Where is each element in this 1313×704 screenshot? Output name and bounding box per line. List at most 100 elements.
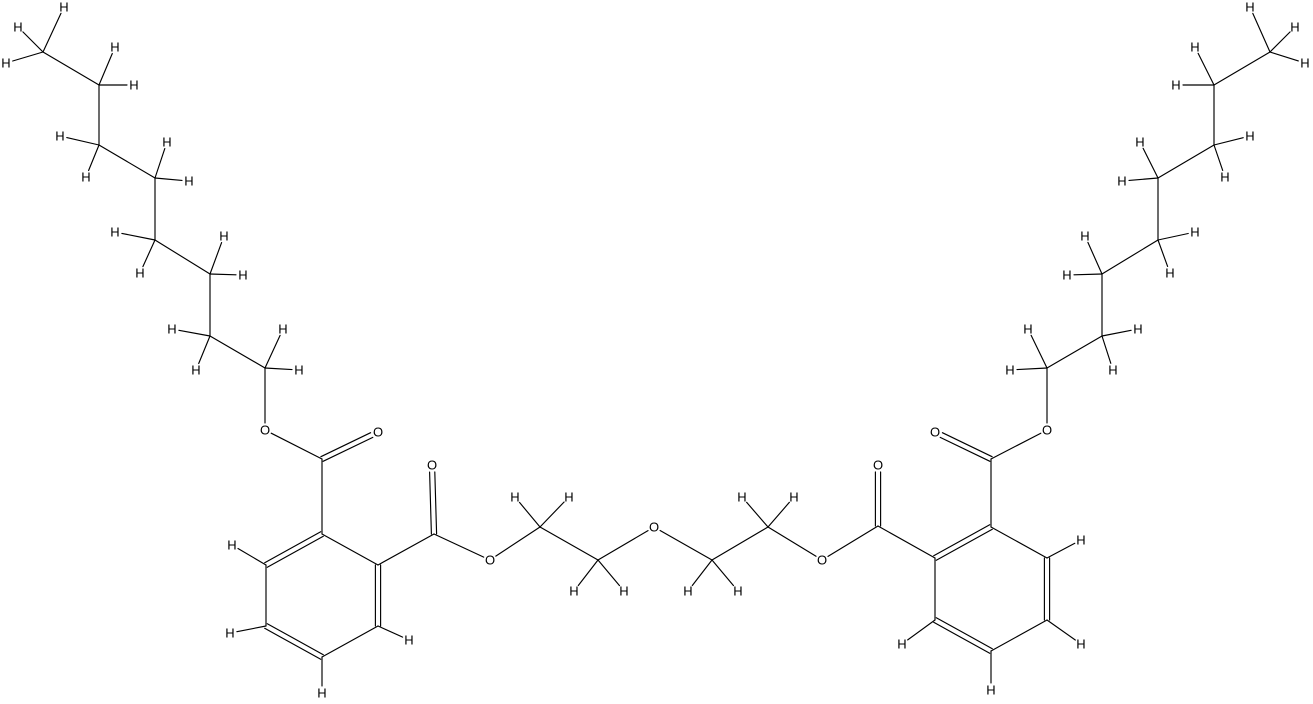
single-bond xyxy=(1101,239,1159,275)
single-bond xyxy=(377,533,435,566)
single-bond xyxy=(154,148,166,179)
single-bond xyxy=(691,559,713,587)
hydrogen-atom-label: H xyxy=(1076,637,1085,652)
oxygen-atom-label: O xyxy=(930,425,940,440)
single-bond xyxy=(1157,232,1189,241)
hydrogen-atom-label: H xyxy=(110,40,119,55)
single-bond xyxy=(1197,52,1215,86)
hydrogen-atom-label: H xyxy=(238,268,247,283)
single-bond xyxy=(1087,241,1103,275)
single-bond xyxy=(270,432,323,460)
hydrogen-atom-label: H xyxy=(897,637,906,652)
single-bond xyxy=(1269,51,1299,62)
hydrogen-atom-label: H xyxy=(1220,170,1229,185)
single-bond xyxy=(1213,144,1224,171)
hydrogen-atom-label: H xyxy=(1190,40,1199,55)
hydrogen-atom-label: H xyxy=(1117,174,1126,189)
hydrogen-atom-label: H xyxy=(564,490,573,505)
single-bond xyxy=(659,529,713,561)
hydrogen-atom-label: H xyxy=(110,225,119,240)
hydrogen-atom-label: H xyxy=(59,0,68,15)
double-bond-line xyxy=(935,617,993,650)
single-bond xyxy=(209,273,237,276)
hydrogen-atom-label: H xyxy=(789,490,798,505)
hydrogen-atom-label: H xyxy=(1023,322,1032,337)
single-bond xyxy=(88,144,100,172)
single-bond xyxy=(518,501,541,528)
single-bond xyxy=(142,239,156,268)
single-bond xyxy=(990,432,1042,460)
single-bond xyxy=(495,526,541,557)
single-bond xyxy=(577,559,599,587)
hydrogen-atom-label: H xyxy=(619,584,628,599)
double-bond-line xyxy=(320,432,372,458)
single-bond xyxy=(767,526,817,557)
hydrogen-atom-label: H xyxy=(191,363,200,378)
double-bond-line xyxy=(266,623,324,656)
single-bond xyxy=(711,559,735,587)
single-bond xyxy=(154,239,211,275)
hydrogen-atom-label: H xyxy=(1165,266,1174,281)
single-bond xyxy=(66,137,100,146)
hydrogen-atom-label: H xyxy=(510,490,519,505)
single-bond xyxy=(1073,273,1103,276)
single-bond xyxy=(711,526,769,561)
hydrogen-atom-label: H xyxy=(1076,533,1085,548)
single-bond xyxy=(433,533,485,558)
single-bond xyxy=(767,501,790,528)
hydrogen-atom-label: H xyxy=(1135,135,1144,150)
single-bond xyxy=(98,144,156,179)
hydrogen-atom-label: H xyxy=(1245,129,1254,144)
double-bond-line xyxy=(933,621,991,654)
hydrogen-atom-label: H xyxy=(135,266,144,281)
double-bond-line xyxy=(322,436,374,462)
hydrogen-atom-label: H xyxy=(1245,0,1254,15)
single-bond xyxy=(746,501,769,528)
single-bond xyxy=(237,547,267,566)
hydrogen-atom-label: H xyxy=(1290,20,1299,35)
double-bond-line xyxy=(939,436,991,462)
single-bond xyxy=(12,51,44,62)
hydrogen-atom-label: H xyxy=(219,229,228,244)
oxygen-atom-label: O xyxy=(373,425,383,440)
hydrogen-atom-label: H xyxy=(1062,268,1071,283)
hydrogen-atom-label: H xyxy=(1005,363,1014,378)
single-bond xyxy=(98,52,113,86)
single-bond xyxy=(990,619,1048,652)
single-bond xyxy=(377,625,404,638)
hydrogen-atom-label: H xyxy=(569,584,578,599)
single-bond xyxy=(264,367,293,371)
single-bond xyxy=(236,625,267,633)
double-bond-line xyxy=(933,524,991,557)
hydrogen-atom-label: H xyxy=(167,322,176,337)
bonds xyxy=(12,12,1299,687)
single-bond xyxy=(209,242,223,275)
hydrogen-atom-label: H xyxy=(1,56,10,71)
single-bond xyxy=(1016,367,1048,371)
double-bond-line xyxy=(429,471,432,535)
hydrogen-atom-label: H xyxy=(1133,322,1142,337)
hydrogen-atom-label: H xyxy=(81,170,90,185)
single-bond xyxy=(1142,147,1159,179)
single-bond xyxy=(1046,335,1103,369)
oxygen-atom-label: O xyxy=(1042,423,1052,438)
hydrogen-atom-label: H xyxy=(404,633,413,648)
single-bond xyxy=(42,51,100,86)
hydrogen-atom-label: H xyxy=(317,686,326,701)
single-bond xyxy=(1213,51,1271,86)
hydrogen-atom-label: H xyxy=(129,78,138,93)
single-bond xyxy=(1046,542,1076,559)
single-bond xyxy=(1046,619,1076,641)
single-bond xyxy=(597,559,621,587)
single-bond xyxy=(907,619,936,641)
hydrogen-atom-label: H xyxy=(733,584,742,599)
single-bond xyxy=(1213,137,1244,146)
single-bond xyxy=(1128,177,1159,181)
oxygen-atom-label: O xyxy=(427,458,437,473)
oxygen-atom-label: O xyxy=(485,553,495,568)
double-bond-line xyxy=(941,432,993,458)
single-bond xyxy=(321,625,379,658)
single-bond xyxy=(1101,329,1132,337)
